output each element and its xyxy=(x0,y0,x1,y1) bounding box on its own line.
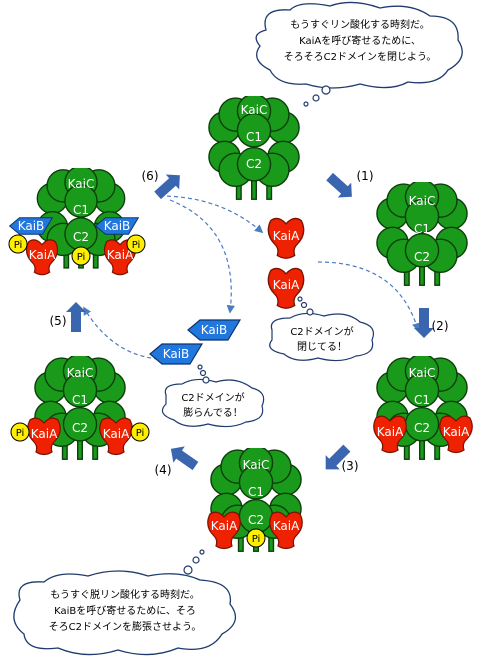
kaic-state-top: KaiC C1 C2 xyxy=(208,96,300,200)
pi-bottom: Pi xyxy=(252,534,261,545)
callout-swollen-tail xyxy=(197,364,210,384)
step-label-4: (4) xyxy=(155,463,172,477)
kaia-lu-left-label: KaiA xyxy=(29,248,56,262)
free-kaia-upper: KaiA xyxy=(267,217,305,259)
kaic-state-left-lower: KaiC C1 C2 KaiA KaiA Pi Pi xyxy=(10,356,150,460)
kaic-ru-c1: C1 xyxy=(414,222,430,236)
arrow-step-6 xyxy=(154,174,180,200)
kaic-top-label: KaiC xyxy=(241,103,268,117)
callout-swollen-line-1: C2ドメインが xyxy=(181,391,244,404)
pi-lu-right: Pi xyxy=(132,240,141,251)
callout-swollen: C2ドメインが 膨らんでる！ xyxy=(161,378,265,428)
pi-lu-center: Pi xyxy=(77,252,86,263)
step-label-6: (6) xyxy=(142,169,159,183)
kaic-bottom-c2: C2 xyxy=(248,513,264,527)
kaic-state-left-upper: KaiC C1 C2 KaiB KaiB KaiA KaiA Pi Pi Pi xyxy=(8,168,146,276)
kaic-ru-c2: C2 xyxy=(414,250,430,264)
callout-bottom-line-1: もうすぐ脱リン酸化する時刻だ。 xyxy=(50,588,199,601)
kaib-lu-left-label: KaiB xyxy=(18,219,45,233)
free-kaib-lower: KaiB xyxy=(149,343,203,365)
kaic-ll-c1: C1 xyxy=(72,393,88,407)
callout-closed-line-1: C2ドメインが xyxy=(290,325,353,338)
kaic-lu-c1: C1 xyxy=(73,203,89,217)
free-kaib-upper: KaiB xyxy=(187,319,241,341)
callout-top-tail xyxy=(303,85,331,107)
callout-swollen-line-2: 膨らんでる！ xyxy=(183,406,243,419)
kaic-lu-c2: C2 xyxy=(73,230,89,244)
callout-top: もうすぐリン酸化する時刻だ。 KaiAを呼び寄せるために、 そろそろC2ドメイン… xyxy=(255,1,463,89)
pi-ll-right: Pi xyxy=(136,428,145,439)
kaia-bottom-left-label: KaiA xyxy=(211,519,238,533)
callout-closed-tail xyxy=(297,296,314,316)
arrow-step-4 xyxy=(170,446,199,471)
arrow-step-3 xyxy=(325,444,351,470)
callout-bottom-line-3: そろC2ドメインを膨張させよう。 xyxy=(49,620,202,633)
step-label-2: (2) xyxy=(432,319,449,333)
kaic-ru-label: KaiC xyxy=(409,194,436,208)
dashed-arrow-kaib-release xyxy=(169,199,235,314)
arrow-step-5 xyxy=(66,302,86,332)
kaic-bottom-label: KaiC xyxy=(243,458,270,472)
kaia-ll-left-label: KaiA xyxy=(31,427,58,441)
free-kaib-lower-label: KaiB xyxy=(163,347,190,361)
kaic-ll-c2: C2 xyxy=(72,421,88,435)
kaic-state-right-lower: KaiC C1 C2 KaiA KaiA xyxy=(373,356,473,460)
kaic-top-c2: C2 xyxy=(246,157,262,171)
free-kaia-lower: KaiA xyxy=(267,267,305,309)
kaia-rl-left-label: KaiA xyxy=(377,425,404,439)
kaic-top-c1: C1 xyxy=(246,130,262,144)
dashed-arrow-kaia-release xyxy=(159,195,264,234)
arrow-step-1 xyxy=(326,172,352,198)
arrow-step-2 xyxy=(414,308,434,338)
callout-closed-line-2: 閉じてる！ xyxy=(297,341,347,353)
kaia-ll-right-label: KaiA xyxy=(103,427,130,441)
kaic-ll-label: KaiC xyxy=(67,366,94,380)
step-label-5: (5) xyxy=(50,314,67,328)
kaic-state-right-upper: KaiC C1 C2 xyxy=(376,182,468,286)
kaic-rl-label: KaiC xyxy=(409,366,436,380)
callout-bottom: もうすぐ脱リン酸化する時刻だ。 KaiBを呼び寄せるために、そろ そろC2ドメイ… xyxy=(13,570,237,656)
pi-lu-left: Pi xyxy=(14,240,23,251)
kaic-bottom-c1: C1 xyxy=(248,485,264,499)
free-kaib-upper-label: KaiB xyxy=(201,323,228,337)
callout-bottom-line-2: KaiBを呼び寄せるために、そろ xyxy=(54,604,196,617)
kaic-rl-c1: C1 xyxy=(414,393,430,407)
callout-top-line-2: KaiAを呼び寄せるために、 xyxy=(299,34,421,47)
kaic-rl-c2: C2 xyxy=(414,421,430,435)
free-kaia-lower-label: KaiA xyxy=(273,278,300,292)
kaia-lu-right-label: KaiA xyxy=(107,248,134,262)
kaic-state-bottom: KaiC C1 C2 KaiA KaiA Pi xyxy=(207,448,303,552)
kaib-lu-right-label: KaiB xyxy=(104,219,131,233)
kaia-rl-right-label: KaiA xyxy=(443,425,470,439)
callout-top-line-3: そろそろC2ドメインを閉じよう。 xyxy=(284,51,437,63)
step-label-3: (3) xyxy=(342,459,359,473)
pi-ll-left: Pi xyxy=(16,428,25,439)
step-label-1: (1) xyxy=(357,169,374,183)
free-kaia-upper-label: KaiA xyxy=(273,229,300,243)
cycle-arrows xyxy=(66,172,434,471)
kaic-lu-label: KaiC xyxy=(68,177,95,191)
callout-bottom-tail xyxy=(183,549,205,575)
dashed-arrow-kaia-bind xyxy=(317,261,421,332)
callout-top-line-1: もうすぐリン酸化する時刻だ。 xyxy=(290,18,429,31)
callout-closed: C2ドメインが 閉じてる！ xyxy=(269,312,375,362)
kaia-bottom-right-label: KaiA xyxy=(273,519,300,533)
